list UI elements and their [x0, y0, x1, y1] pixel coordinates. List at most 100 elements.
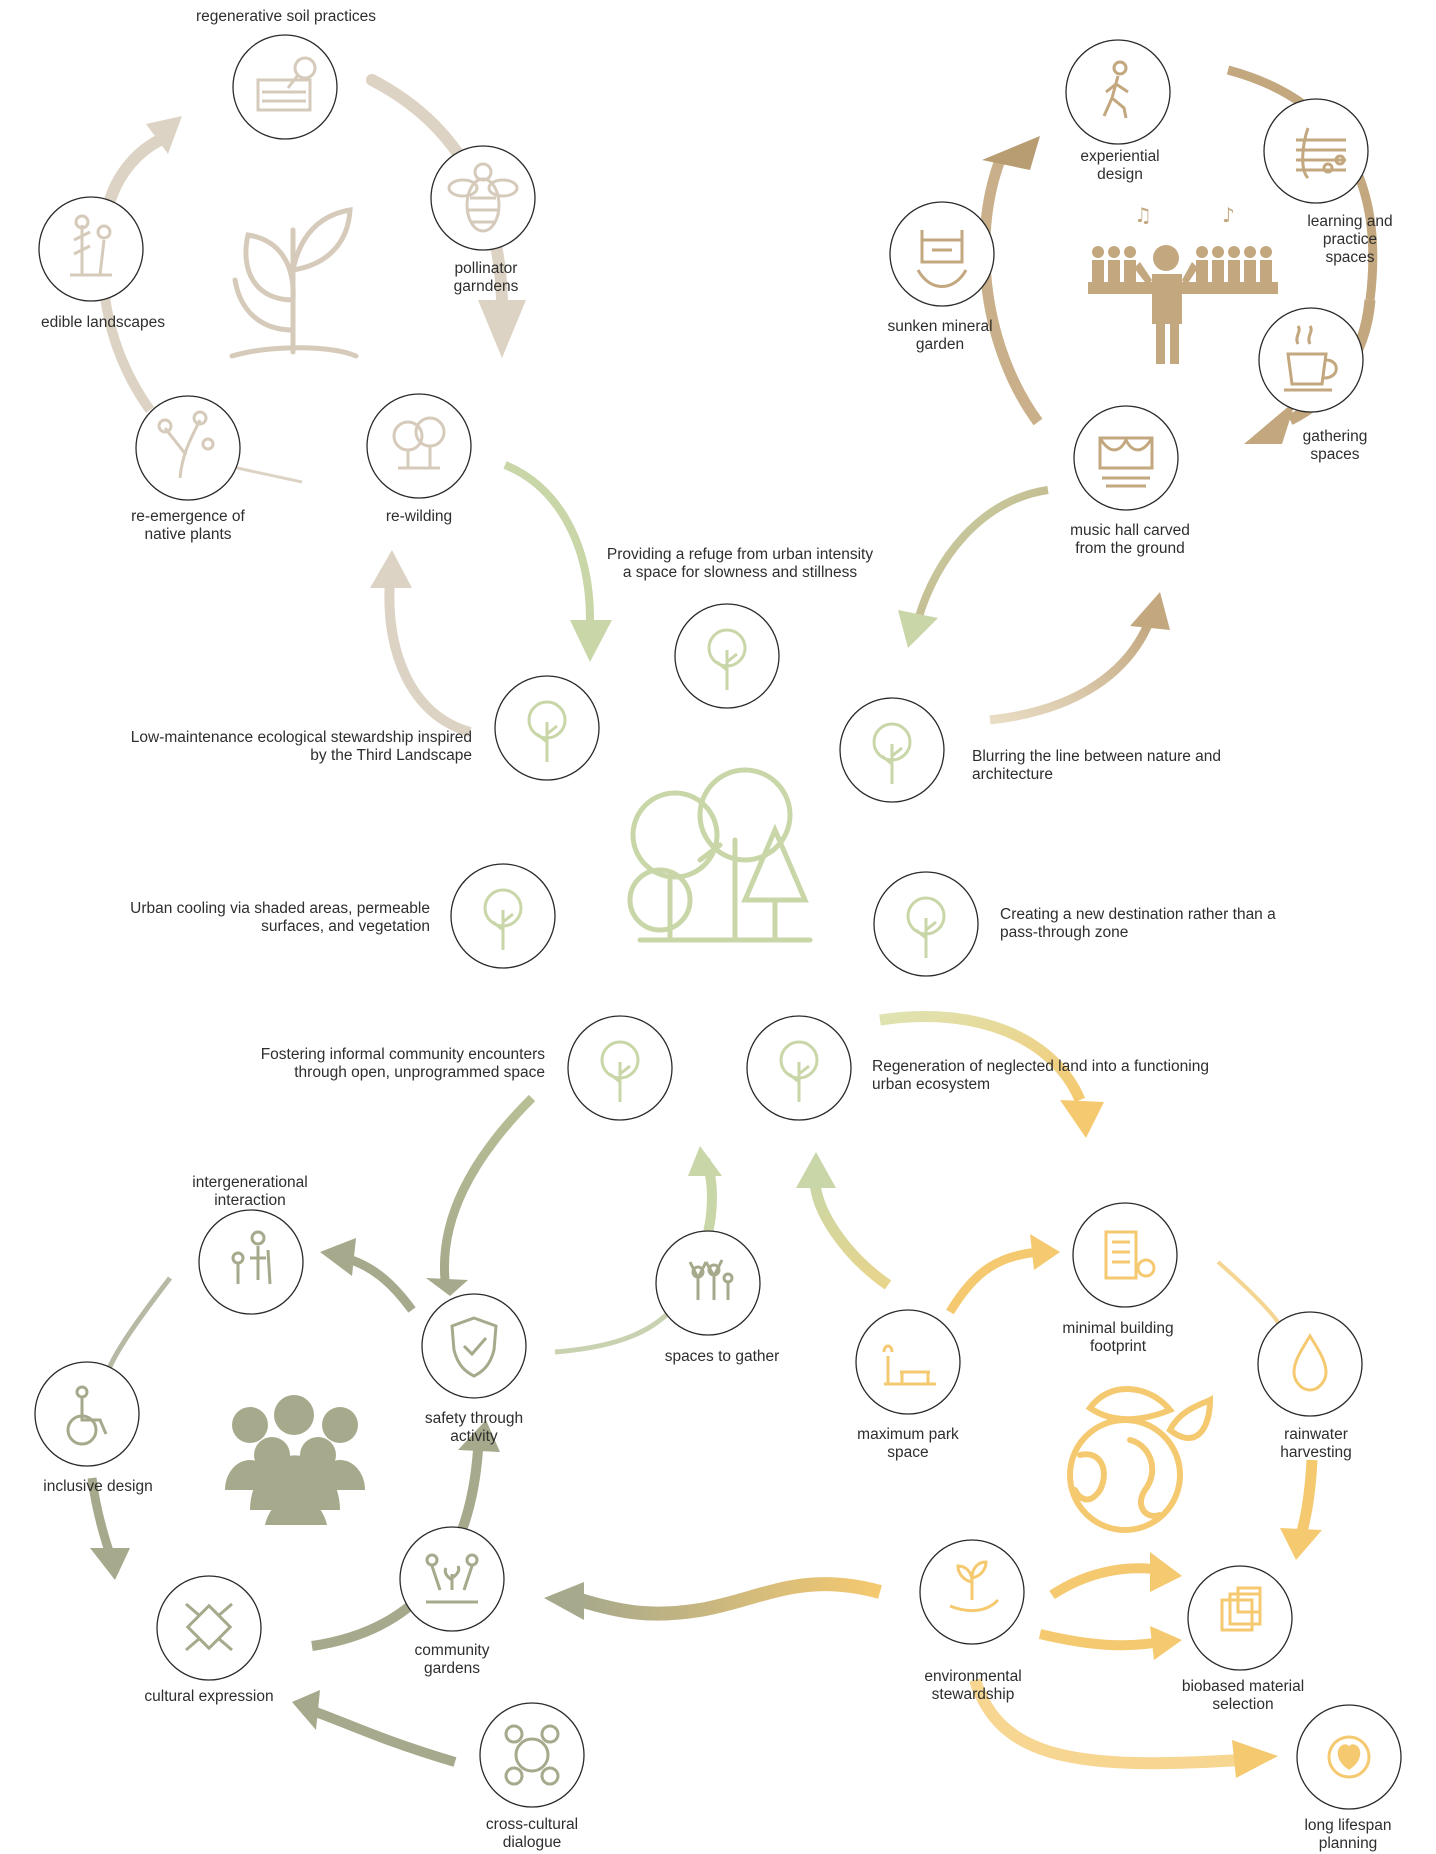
statement-blurring: Blurring the line between nature and arc… [972, 748, 1222, 783]
arrowhead-biobased-3 [1150, 1626, 1182, 1660]
arrow-park-to-building [946, 1247, 1041, 1315]
label-experiential: experiential design [1080, 148, 1160, 183]
label-rainwater: rainwater harvesting [1280, 1426, 1352, 1461]
nodes [34, 34, 1402, 1810]
tree-icon [906, 896, 946, 958]
arrowhead-music [1130, 592, 1170, 630]
arrow-intergen-to-inclusive [102, 1276, 172, 1381]
arrow-stewardship-to-biobased-2 [1038, 1629, 1161, 1651]
plant-sprout-icon [229, 207, 359, 359]
node-max-park [855, 1309, 961, 1415]
arrowhead-cultural-2 [292, 1690, 320, 1730]
orchestra-conductor-icon: ♫ ♪ [1088, 203, 1278, 364]
wheelchair-icon [66, 1385, 108, 1446]
arrowhead-center-1 [688, 1146, 722, 1176]
arrowhead-center-2 [796, 1152, 836, 1188]
arrow-rain-to-biobased [1294, 1459, 1318, 1542]
arrow-stewardship-to-rewilding [384, 579, 472, 737]
node-music-hall [1073, 405, 1179, 511]
label-inclusive: inclusive design [43, 1478, 153, 1495]
node-intergenerational [198, 1209, 304, 1315]
svg-text:♫: ♫ [1134, 203, 1152, 227]
label-pollinator: pollinator garndens [454, 260, 519, 296]
arrow-music-hall-to-refuge [914, 486, 1049, 622]
statement-cooling: Urban cooling via shaded areas, permeabl… [130, 900, 430, 935]
arrowhead-music-hall [1244, 400, 1296, 444]
label-minimal-footprint: minimal building footprint [1062, 1320, 1174, 1355]
tree-icon [527, 700, 567, 762]
arrowhead-biobased [1280, 1528, 1322, 1560]
arrow-safety-to-intergen [343, 1253, 416, 1313]
arrowhead-lifespan [1232, 1740, 1278, 1778]
label-cultural-expression: cultural expression [144, 1688, 274, 1705]
heart-cycle-icon [1327, 1735, 1371, 1779]
arrowhead-building-2 [1030, 1234, 1060, 1270]
arrowhead-pollinator [478, 300, 526, 358]
statement-refuge: Providing a refuge from urban intensity … [606, 546, 874, 581]
trees-icon [392, 416, 446, 470]
shield-check-icon [450, 1316, 498, 1378]
arrow-blurring-to-music [989, 618, 1155, 725]
node-edible [38, 196, 144, 302]
arrow-music-hall-to-sunken [979, 158, 1043, 426]
arrow-crosscultural-to-cultural [308, 1705, 457, 1767]
label-safety: safety through activity [424, 1410, 524, 1445]
label-environmental: environmental stewardship [924, 1668, 1022, 1703]
tree-icon [707, 628, 747, 690]
label-lifespan: long lifespan planning [1304, 1817, 1392, 1852]
amphitheater-icon [916, 230, 968, 288]
label-gathering: gathering spaces [1302, 428, 1368, 463]
statement-fostering: Fostering informal community encounters … [260, 1046, 545, 1081]
arrow-fostering-to-safety [439, 1094, 536, 1281]
elder-child-icon [231, 1230, 272, 1285]
label-edible: edible landscapes [40, 314, 166, 331]
arrowhead-rewilding [370, 550, 412, 588]
label-pollinator-text: pollinator garndens [453, 260, 519, 295]
arrow-regeneration-to-building [879, 1011, 1086, 1103]
arrowhead-safety-2 [458, 1420, 500, 1452]
node-experiential [1065, 39, 1171, 145]
node-sunken-garden [889, 201, 995, 307]
tree-icons [483, 628, 946, 1102]
label-sunken-garden: sunken mineral garden [887, 318, 993, 353]
joined-hands-icon [185, 1602, 233, 1652]
arrow-stewardship-to-biobased-1 [1049, 1563, 1161, 1600]
arrowhead-refuge-2 [898, 610, 938, 648]
node-rainwater [1257, 1311, 1363, 1417]
statement-third-landscape: Low-maintenance ecological stewardship i… [130, 729, 472, 764]
arrowhead-experiential [982, 136, 1040, 170]
wildflower-icon [157, 410, 215, 479]
crowd-icon [225, 1395, 365, 1525]
label-rewilding: re-wilding [385, 508, 453, 525]
harvest-icon [70, 214, 112, 277]
node-cultural-expression [156, 1575, 262, 1681]
arrowhead-building [1060, 1100, 1104, 1138]
coffee-cup-icon [1284, 325, 1338, 392]
svg-text:♪: ♪ [1222, 203, 1235, 227]
label-max-park: maximum park space [857, 1426, 959, 1461]
arrow-stewardship-to-gardens [577, 1577, 882, 1621]
arrowhead-cultural [90, 1548, 130, 1580]
arrow-stewardship-to-lifespan [969, 1678, 1241, 1770]
label-community-gardens: community gardens [414, 1642, 490, 1677]
park-bench-icon [882, 1344, 936, 1386]
statement-regeneration: Regeneration of neglected land into a fu… [872, 1058, 1209, 1093]
label-cross-cultural: cross-cultural dialogue [485, 1816, 579, 1851]
forest-icon [627, 767, 813, 943]
label-native-plants: re-emergence of native plants [131, 508, 245, 543]
node-inclusive [34, 1361, 140, 1467]
label-intergenerational: intergenerational interaction [192, 1174, 308, 1209]
bee-icon [447, 162, 519, 233]
arrowhead-gardens [544, 1582, 584, 1620]
plant-hand-icon [949, 1560, 1000, 1612]
arrowhead-refuge [570, 620, 612, 662]
node-spaces-gather [655, 1230, 761, 1336]
orchestra-players [1092, 246, 1272, 282]
tree-icon [779, 1040, 819, 1102]
arrow-rewilding-to-refuge [503, 461, 594, 621]
arrow-park-to-center [809, 1179, 892, 1290]
node-gathering [1258, 307, 1364, 413]
tree-icon [600, 1040, 640, 1102]
label-biobased: biobased material selection [1181, 1678, 1305, 1713]
